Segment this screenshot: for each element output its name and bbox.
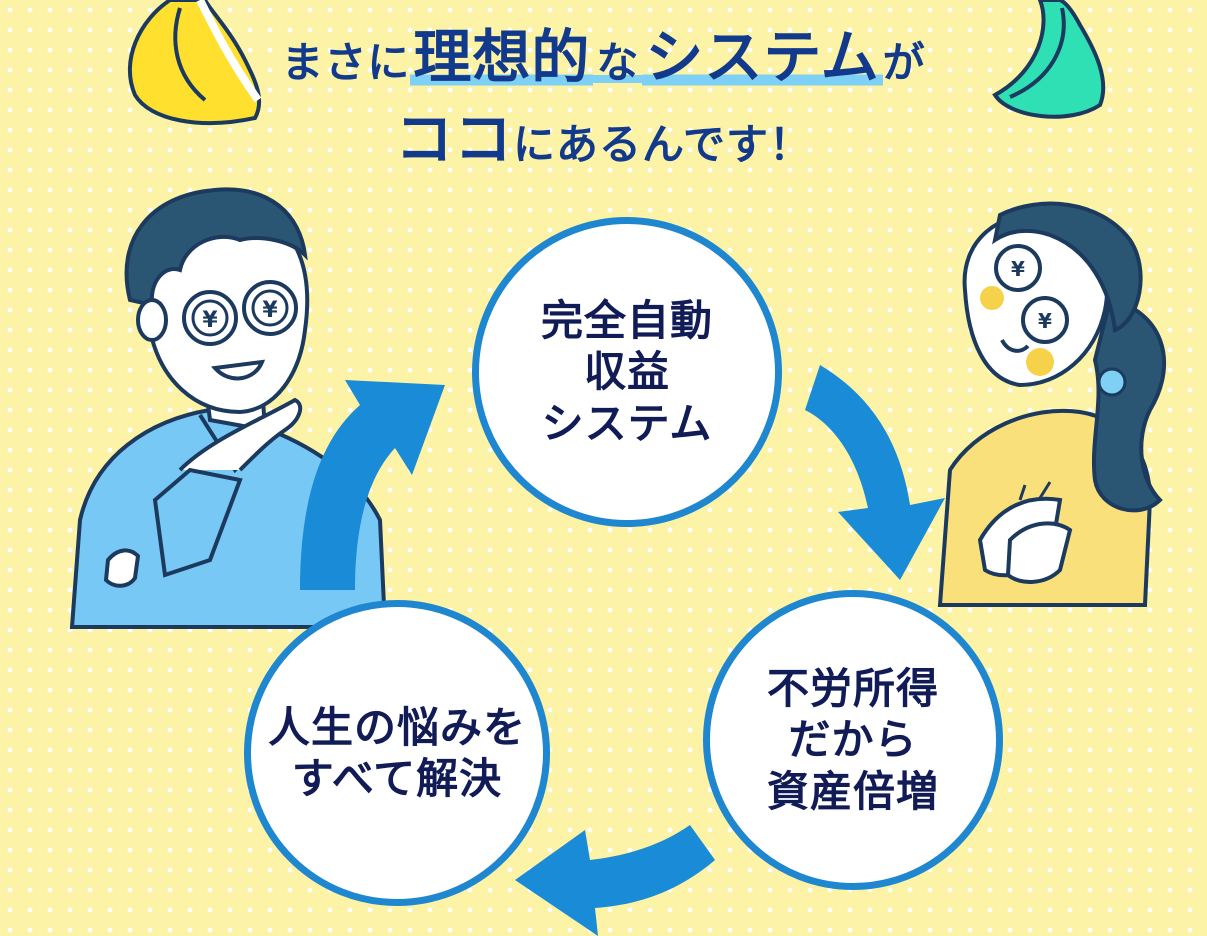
headline-segment: にあるんです！ — [513, 120, 812, 169]
cycle-arrow-icon — [300, 365, 945, 936]
cycle-circle-right: 不労所得 だから 資産倍増 — [703, 590, 1003, 890]
cycle-circle-left: 人生の悩みを すべて解決 — [244, 600, 550, 906]
svg-text:¥: ¥ — [202, 308, 218, 333]
headline-segment: 理想的 — [410, 23, 594, 91]
cycle-text-left: 人生の悩みを すべて解決 — [267, 702, 526, 803]
svg-text:¥: ¥ — [1038, 309, 1052, 333]
right-wing-icon — [992, 0, 1106, 119]
headline-segment: まさに — [281, 38, 411, 87]
headline-line-2: ココにあるんです！ — [0, 92, 1207, 176]
cycle-text-right: 不労所得 だから 資産倍増 — [766, 664, 939, 816]
woman-illustration: ¥ ¥ — [937, 201, 1167, 607]
cycle-circle-top: 完全自動 収益 システム — [472, 217, 782, 527]
headline-segment: な — [593, 38, 643, 87]
cycle-text-top: 完全自動 収益 システム — [540, 296, 713, 448]
svg-text:¥: ¥ — [262, 298, 278, 323]
headline-segment: ココ — [395, 105, 514, 173]
svg-text:¥: ¥ — [1011, 257, 1025, 281]
man-illustration: ¥ ¥ — [69, 187, 388, 629]
left-wing-icon — [128, 0, 262, 125]
headline-segment: が — [882, 38, 926, 87]
headline-segment: システム — [642, 23, 883, 91]
headline-line-1: まさに理想的なシステムが — [0, 10, 1207, 94]
